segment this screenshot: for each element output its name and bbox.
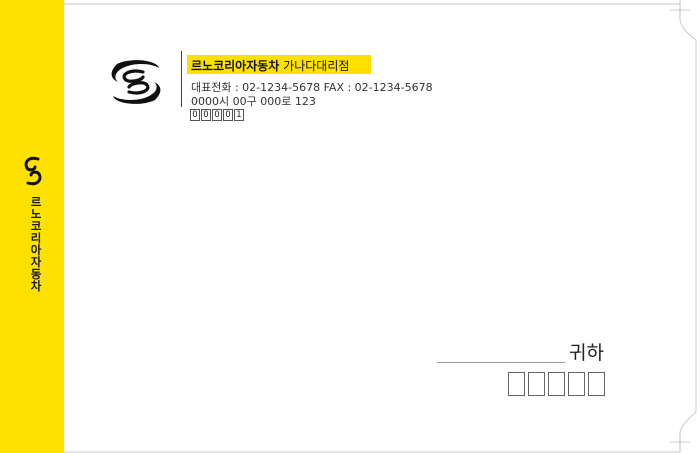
renault-korea-logo-icon bbox=[111, 60, 161, 104]
recipient-zip-box bbox=[568, 372, 585, 396]
sender-zip-digit: 0 bbox=[223, 109, 233, 121]
side-band bbox=[0, 0, 64, 453]
recipient-zip-box bbox=[588, 372, 605, 396]
contact-phone-fax: 대표전화 : 02-1234-5678 FAX : 02-1234-5678 bbox=[191, 81, 433, 94]
sender-zip-digit: 0 bbox=[190, 109, 200, 121]
sender-zip-code: 0 0 0 0 1 bbox=[190, 109, 245, 121]
recipient-zip-box bbox=[508, 372, 525, 396]
sender-zip-digit: 0 bbox=[201, 109, 211, 121]
contact-address: 0000시 00구 000로 123 bbox=[191, 95, 316, 108]
sender-zip-digit: 0 bbox=[212, 109, 222, 121]
renault-korea-logo-icon bbox=[24, 156, 42, 186]
recipient-zip-boxes bbox=[508, 372, 608, 396]
brand-line: 르노코리아자동차 가나다대리점 bbox=[191, 57, 349, 74]
side-band-label: 르노코리아자동차 bbox=[29, 196, 43, 292]
recipient-honorific: 귀하 bbox=[569, 342, 604, 364]
recipient-name-line bbox=[437, 362, 565, 363]
brand-highlight bbox=[187, 55, 371, 74]
header-divider bbox=[181, 51, 182, 107]
brand-name: 르노코리아자동차 bbox=[191, 59, 280, 73]
branch-name: 가나다대리점 bbox=[283, 59, 350, 73]
sender-zip-digit: 1 bbox=[234, 109, 244, 121]
recipient-zip-box bbox=[548, 372, 565, 396]
recipient-zip-box bbox=[528, 372, 545, 396]
